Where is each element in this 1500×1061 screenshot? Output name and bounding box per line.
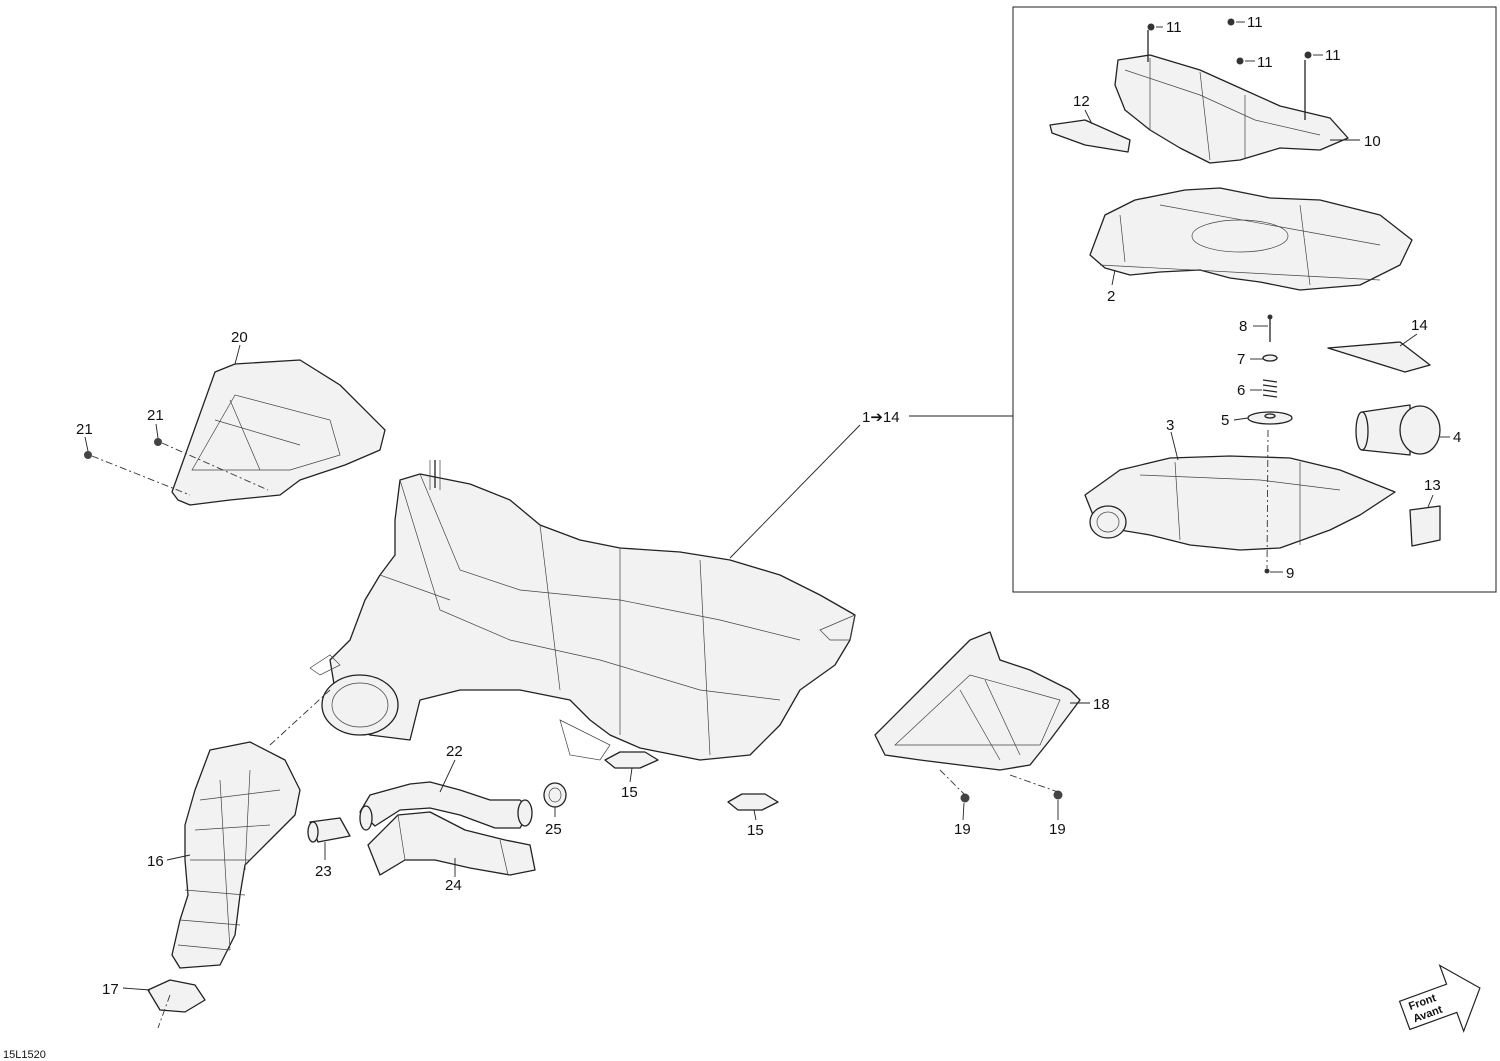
- detail-inset-frame: [1012, 6, 1497, 593]
- callout-19-b: 19: [1049, 821, 1066, 838]
- part-18-right-panel: [874, 631, 1081, 771]
- callout-11-d: 11: [1325, 47, 1341, 64]
- callout-16: 16: [147, 853, 164, 870]
- callout-group-1-to-14: 1➔14: [862, 409, 900, 426]
- part-3-air-box-lower: [1084, 455, 1396, 551]
- callout-11-c: 11: [1257, 54, 1273, 71]
- callout-10: 10: [1364, 133, 1381, 150]
- part-17-clamp: [147, 979, 206, 1013]
- part-23-fitting: [307, 817, 351, 843]
- parts-5-to-8-stack: [1247, 314, 1293, 425]
- callout-18: 18: [1093, 696, 1110, 713]
- callout-8: 8: [1239, 318, 1247, 335]
- part-22-hose: [359, 781, 533, 831]
- callout-22: 22: [446, 743, 463, 760]
- callout-15-b: 15: [747, 822, 764, 839]
- callout-20: 20: [231, 329, 248, 346]
- callout-21-a: 21: [147, 407, 164, 424]
- callout-12: 12: [1073, 93, 1090, 110]
- callout-23: 23: [315, 863, 332, 880]
- part-14-label-sheet: [1327, 341, 1431, 373]
- part-25-hose-clamp: [543, 782, 567, 808]
- part-24-hose: [367, 811, 536, 876]
- callout-21-b: 21: [76, 421, 93, 438]
- callout-11-b: 11: [1247, 14, 1263, 31]
- part-10-cover: [1114, 30, 1349, 164]
- callout-15-a: 15: [621, 784, 638, 801]
- callout-25: 25: [545, 821, 562, 838]
- part-4-air-filter: [1355, 404, 1441, 456]
- callout-5: 5: [1221, 412, 1229, 429]
- part-11-screws: [1147, 18, 1312, 65]
- callout-3: 3: [1166, 417, 1174, 434]
- part-20-left-panel: [171, 359, 386, 506]
- callout-4: 4: [1453, 429, 1461, 446]
- callout-6: 6: [1237, 382, 1245, 399]
- front-direction-arrow: Front Avant: [1398, 964, 1481, 1033]
- callout-24: 24: [445, 877, 462, 894]
- callout-11-a: 11: [1166, 19, 1182, 36]
- callout-17: 17: [102, 981, 119, 998]
- part-9-screw: [1264, 568, 1270, 574]
- callout-19-a: 19: [954, 821, 971, 838]
- leader-lines: [84, 21, 1450, 991]
- part-12-foam: [1049, 119, 1131, 153]
- main-air-box-assembly: [309, 460, 856, 761]
- part-21-screw-a: [84, 451, 92, 459]
- callout-14: 14: [1411, 317, 1428, 334]
- callout-7: 7: [1237, 351, 1245, 368]
- callout-13: 13: [1424, 477, 1441, 494]
- part-15-tab-b: [727, 793, 779, 811]
- part-21-screw-b: [154, 438, 162, 446]
- part-15-tab-a: [604, 751, 659, 769]
- part-2-air-box-middle: [1089, 187, 1413, 291]
- callout-2: 2: [1107, 288, 1115, 305]
- callout-9: 9: [1286, 565, 1294, 582]
- part-16-intake-boot: [171, 741, 301, 969]
- part-19-screw-b: [1053, 790, 1063, 800]
- part-13-pad: [1409, 505, 1441, 547]
- diagram-code: 15L1520: [3, 1049, 46, 1061]
- part-19-screw-a: [960, 793, 970, 803]
